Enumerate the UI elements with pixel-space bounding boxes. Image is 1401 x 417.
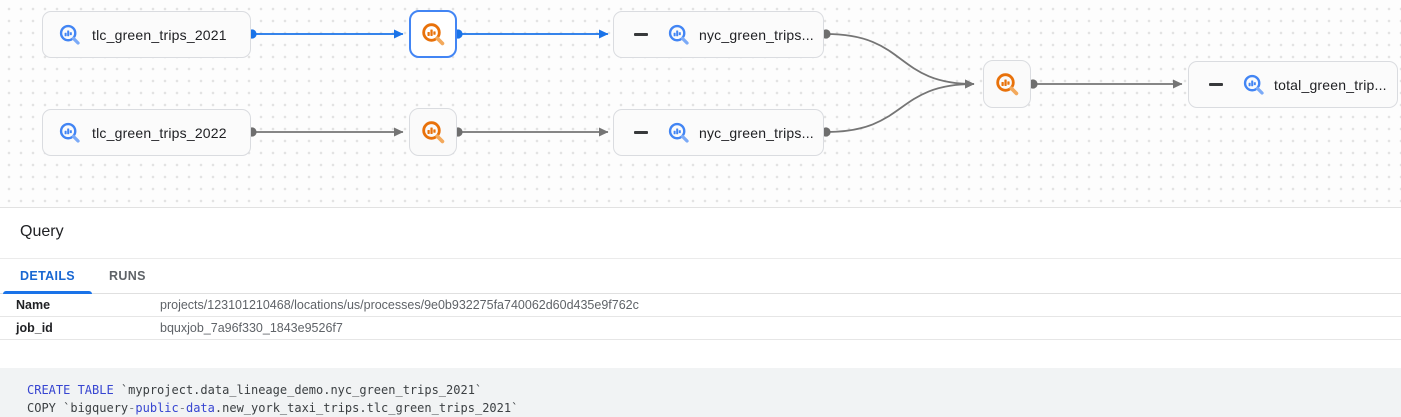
query-process-icon [420, 119, 446, 145]
minus-icon [1208, 83, 1223, 86]
bigquery-table-icon [667, 121, 690, 144]
query-panel: Query DETAILS RUNS Name projects/1231012… [0, 208, 1401, 417]
detail-value: bquxjob_7a96f330_1843e9526f7 [160, 321, 343, 335]
query-process-icon [994, 71, 1020, 97]
code-token: COPY `bigquery [27, 401, 129, 415]
node-label: total_green_trip... [1274, 76, 1387, 93]
code-token: CREATE TABLE [27, 383, 114, 397]
node-query-process-2021-selected[interactable] [409, 10, 457, 58]
panel-title: Query [20, 223, 64, 240]
minus-icon [633, 33, 648, 36]
bigquery-table-icon [58, 23, 81, 46]
code-token: public [135, 401, 179, 415]
node-label: nyc_green_trips... [699, 26, 814, 43]
collapse-button[interactable] [633, 27, 648, 43]
minus-icon [633, 131, 648, 134]
code-token: .new_york_taxi_trips.tlc_green_trips_202… [214, 401, 519, 415]
lineage-canvas[interactable]: tlc_green_trips_2021 tlc_green_trips_202… [0, 0, 1401, 208]
node-label: tlc_green_trips_2022 [92, 124, 227, 141]
edge-nyc2021-to-union [825, 33, 975, 89]
node-query-process-2022[interactable] [409, 108, 457, 156]
node-tlc-green-trips-2021[interactable]: tlc_green_trips_2021 [42, 11, 251, 58]
node-tlc-green-trips-2022[interactable]: tlc_green_trips_2022 [42, 109, 251, 156]
collapse-button[interactable] [1208, 77, 1223, 93]
detail-label: job_id [16, 321, 53, 335]
node-label: tlc_green_trips_2021 [92, 26, 227, 43]
code-token: data [185, 401, 215, 415]
code-token: - [128, 401, 136, 415]
bigquery-table-icon [58, 121, 81, 144]
node-query-process-union[interactable] [983, 60, 1031, 108]
code-line: CREATE TABLE `myproject.data_lineage_dem… [27, 381, 1401, 399]
bigquery-table-icon [1242, 73, 1265, 96]
bigquery-table-icon [667, 23, 690, 46]
node-nyc-green-trips-2022[interactable]: nyc_green_trips... [613, 109, 824, 156]
detail-value: projects/123101210468/locations/us/proce… [160, 298, 639, 312]
collapse-button[interactable] [633, 125, 648, 141]
detail-label: Name [16, 298, 51, 312]
node-nyc-green-trips-2021[interactable]: nyc_green_trips... [613, 11, 824, 58]
tab-details[interactable]: DETAILS [3, 259, 92, 294]
node-total-green-trips[interactable]: total_green_trip... [1188, 61, 1398, 108]
code-token: - [178, 401, 186, 415]
details-table: Name projects/123101210468/locations/us/… [0, 294, 1401, 340]
query-sql-code-block: CREATE TABLE `myproject.data_lineage_dem… [0, 368, 1401, 417]
detail-row-job-id: job_id bquxjob_7a96f330_1843e9526f7 [0, 317, 1401, 340]
panel-tabbar: DETAILS RUNS [0, 258, 1401, 294]
edge-nyc2022-to-union [825, 79, 975, 133]
code-token: `myproject.data_lineage_demo.nyc_green_t… [113, 383, 483, 397]
code-line: COPY `bigquery-public-data.new_york_taxi… [27, 399, 1401, 417]
detail-row-name: Name projects/123101210468/locations/us/… [0, 294, 1401, 317]
node-label: nyc_green_trips... [699, 124, 814, 141]
tab-runs[interactable]: RUNS [92, 259, 163, 293]
query-process-icon [420, 21, 446, 47]
